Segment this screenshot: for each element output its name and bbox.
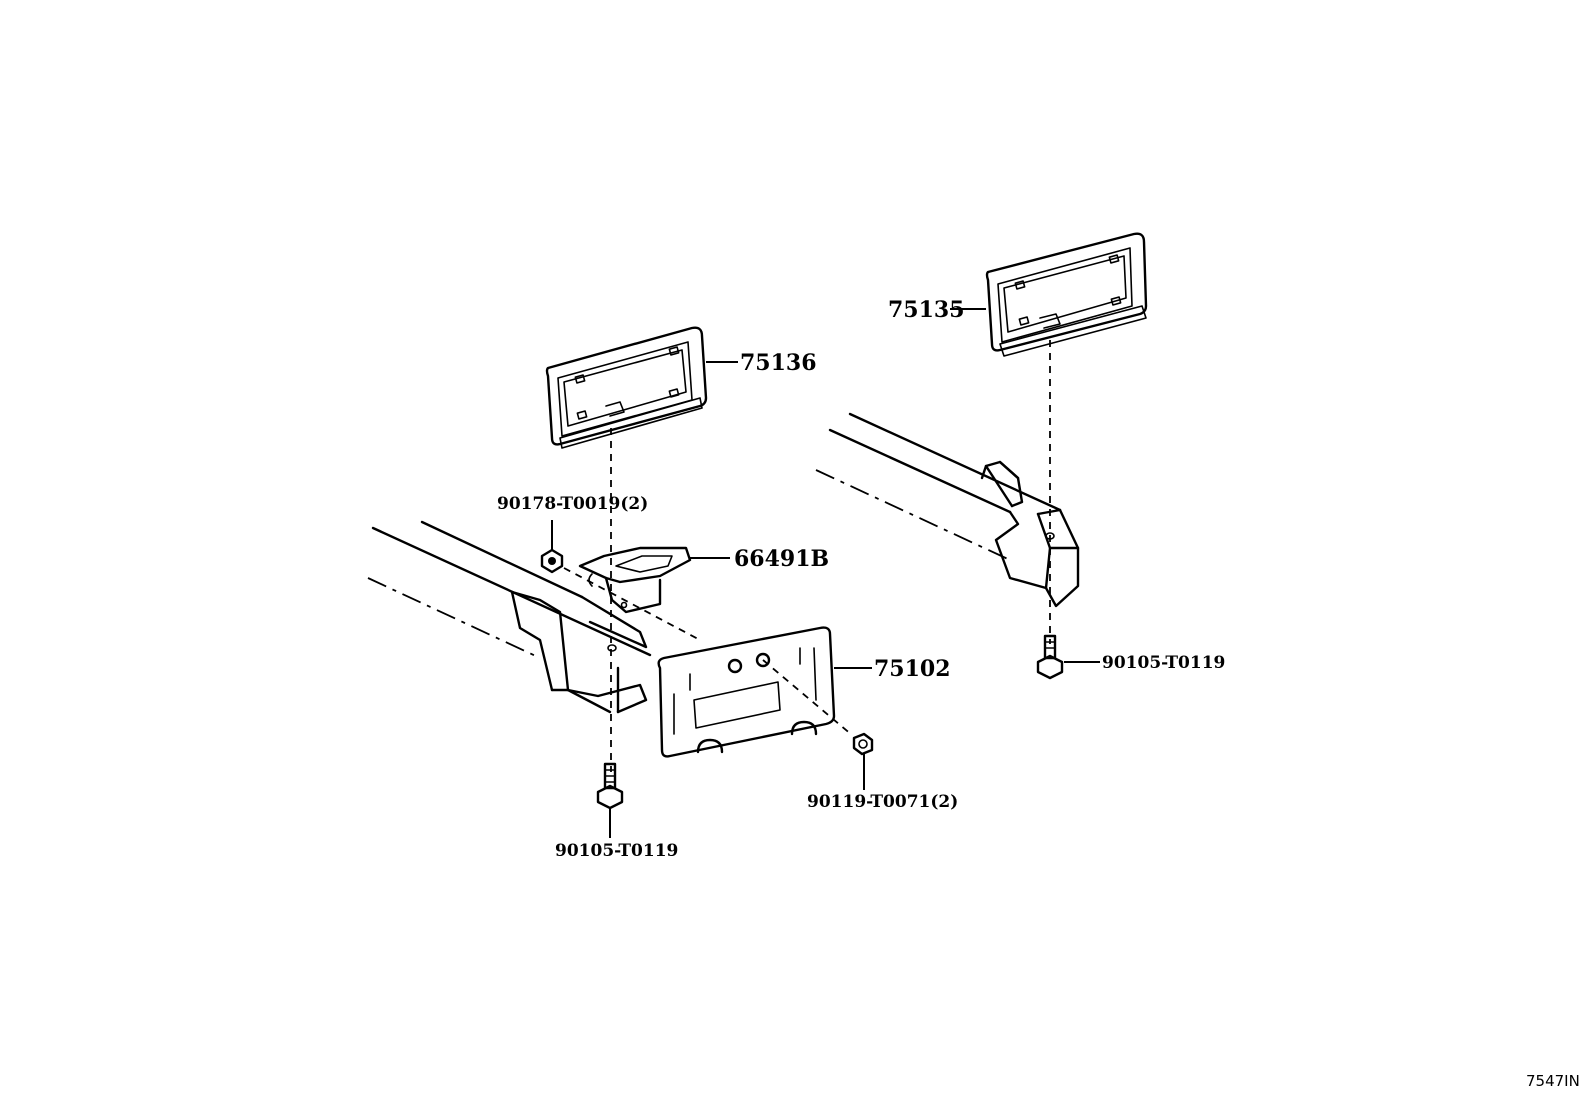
part-label-66491B: 66491B bbox=[734, 546, 829, 572]
alignment-line-nut bbox=[563, 567, 701, 641]
part-label-90119: 90119-T0071(2) bbox=[807, 792, 958, 812]
bolt-90105-right bbox=[1036, 634, 1100, 680]
license-plate-frame-75135 bbox=[985, 232, 1148, 357]
part-label-90105-right: 90105-T0119 bbox=[1102, 653, 1225, 673]
screw-90119 bbox=[852, 732, 874, 790]
bolt-90105-left bbox=[596, 762, 624, 838]
nut-90178 bbox=[540, 520, 564, 574]
figure-code: 7547IN bbox=[1526, 1072, 1580, 1090]
right-bumper-beam bbox=[815, 412, 1080, 608]
part-label-75135: 75135 bbox=[888, 297, 965, 323]
part-label-90178: 90178-T0019(2) bbox=[497, 494, 648, 514]
bracket-66491B bbox=[578, 546, 692, 614]
alignment-line-screw bbox=[762, 659, 853, 736]
license-plate-frame-75136 bbox=[545, 326, 708, 449]
left-bumper-beam bbox=[367, 520, 652, 714]
part-label-75136: 75136 bbox=[740, 350, 817, 376]
part-label-75102: 75102 bbox=[874, 656, 951, 682]
license-plate-bracket-75102 bbox=[657, 626, 836, 758]
part-label-90105-left: 90105-T0119 bbox=[555, 841, 678, 861]
